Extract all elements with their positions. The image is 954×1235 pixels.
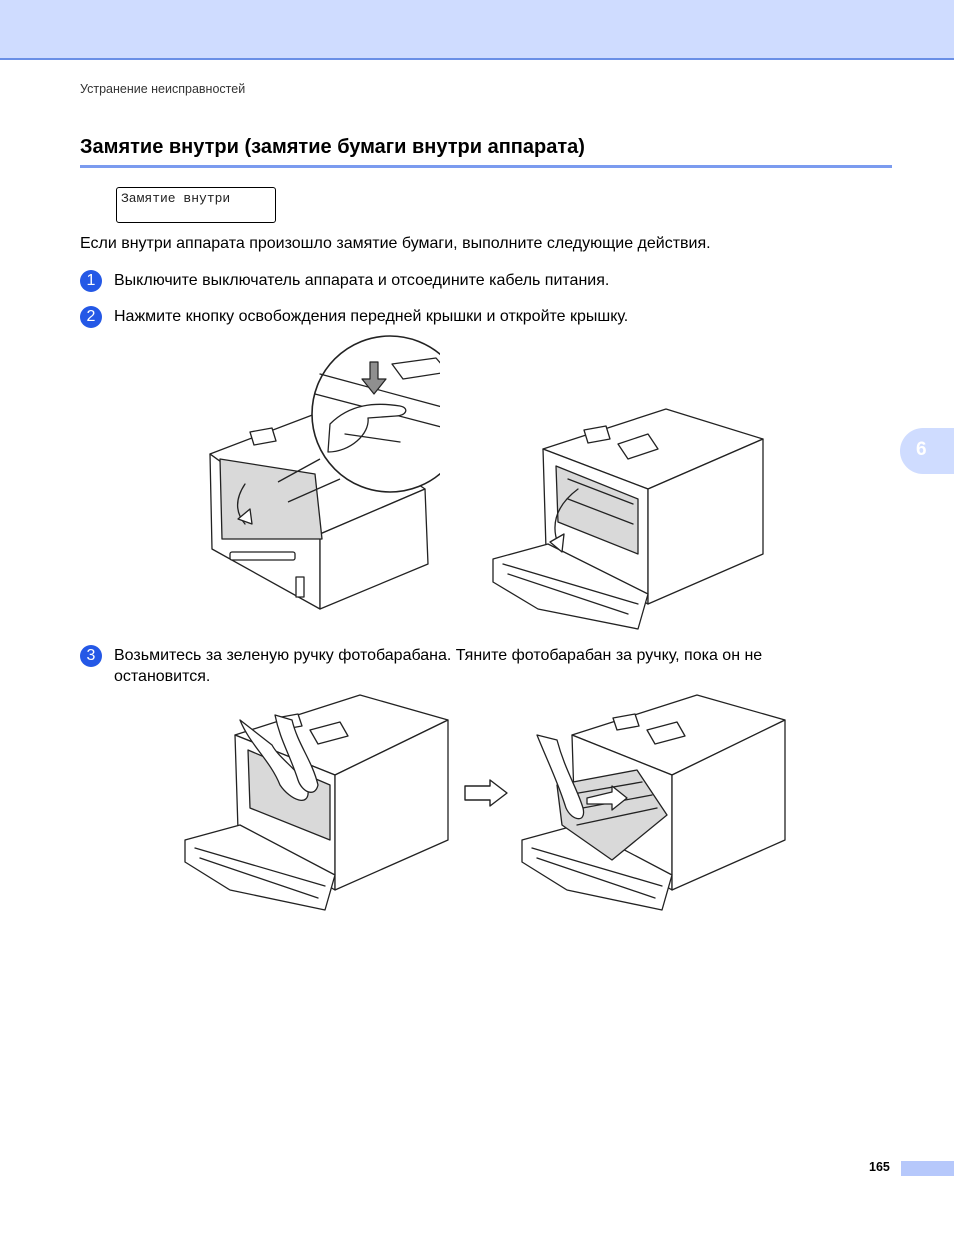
running-header: Устранение неисправностей <box>80 82 246 96</box>
step-text: Выключите выключатель аппарата и отсоеди… <box>114 272 610 289</box>
step-number-badge: 3 <box>80 645 102 667</box>
step-number-badge: 2 <box>80 306 102 328</box>
page-number: 165 <box>869 1160 890 1174</box>
drum-pulled-out-illustration <box>521 694 786 911</box>
lcd-message: Замятие внутри <box>121 191 231 206</box>
page-number-tab <box>901 1161 954 1176</box>
printer-front-cover-button-illustration <box>209 335 440 610</box>
lcd-message-box: Замятие внутри <box>116 187 276 223</box>
grab-drum-handle-illustration <box>184 694 449 911</box>
title-rule <box>80 165 892 168</box>
step-text: Возьмитесь за зеленую ручку фотобарабана… <box>114 647 763 685</box>
step-2: 2 Нажмите кнопку освобождения передней к… <box>80 306 860 328</box>
printer-cover-open-illustration <box>492 408 764 630</box>
section-title: Замятие внутри (замятие бумаги внутри ап… <box>80 136 585 158</box>
step-1: 1 Выключите выключатель аппарата и отсое… <box>80 270 860 292</box>
intro-text: Если внутри аппарата произошло замятие б… <box>80 235 711 252</box>
arrow-right-icon <box>464 779 508 807</box>
header-band <box>0 0 954 60</box>
step-3: 3 Возьмитесь за зеленую ручку фотобараба… <box>80 645 860 687</box>
step-number-badge: 1 <box>80 270 102 292</box>
chapter-number: 6 <box>916 439 927 460</box>
chapter-tab <box>900 428 954 474</box>
step-text: Нажмите кнопку освобождения передней кры… <box>114 308 629 325</box>
